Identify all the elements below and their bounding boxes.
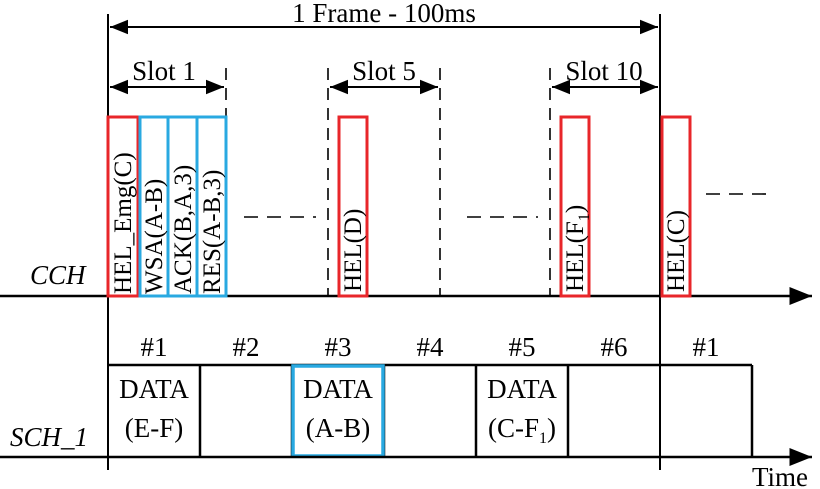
data-block-label: DATA xyxy=(303,374,373,404)
time-label: Time xyxy=(752,462,808,489)
data-block-label: (E-F) xyxy=(125,413,183,443)
sch-slot-number: #1 xyxy=(141,332,168,362)
sch-slot-number: #6 xyxy=(601,332,628,362)
slot-5-label: Slot 5 xyxy=(352,56,416,86)
data-c-f1-tail: ) xyxy=(547,413,556,443)
sch-slot-number: #5 xyxy=(509,332,536,362)
msg-hel-c: HEL(C) xyxy=(663,210,690,292)
sch-label: SCH_1 xyxy=(10,422,88,452)
cch-label: CCH xyxy=(30,260,87,290)
slot-1-label: Slot 1 xyxy=(132,56,196,86)
data-block-label: (A-B) xyxy=(306,413,370,443)
data-block-label: DATA xyxy=(487,374,557,404)
msg-box-hel-f1 xyxy=(559,115,591,298)
msg-box-hel-emg xyxy=(106,115,140,298)
msg-wsa: WSA(A-B) xyxy=(141,179,168,294)
slot-10-label: Slot 10 xyxy=(565,56,642,86)
msg-ack: ACK(B,A,3) xyxy=(170,165,197,294)
msg-hel-d: HEL(D) xyxy=(340,209,367,292)
sch-slot-number: #2 xyxy=(233,332,260,362)
msg-res: RES(A-B,3) xyxy=(199,170,226,294)
msg-box-hel-c xyxy=(660,115,692,298)
data-c-f1-sub: 1 xyxy=(539,430,547,447)
frame-label: 1 Frame - 100ms xyxy=(292,0,476,28)
msg-hel-f1-tail: ) xyxy=(562,205,589,213)
sch-slot-number: #3 xyxy=(325,332,352,362)
sch-slot-number: #1 xyxy=(693,332,720,362)
sch-slot-number: #4 xyxy=(417,332,445,362)
data-block-label: DATA xyxy=(119,374,189,404)
data-c-f1-main: (C-F xyxy=(488,413,539,443)
msg-hel-f1-sub: 1 xyxy=(576,213,593,221)
msg-box-res xyxy=(195,115,228,298)
msg-box-hel-d xyxy=(337,115,369,298)
msg-hel-emg: HEL_Emg(C) xyxy=(110,152,137,294)
msg-hel-f1: HEL(F1) xyxy=(562,205,593,292)
data-block-label-sub: (C-F1) xyxy=(488,413,556,447)
msg-hel-f1-main: HEL(F xyxy=(562,221,589,292)
